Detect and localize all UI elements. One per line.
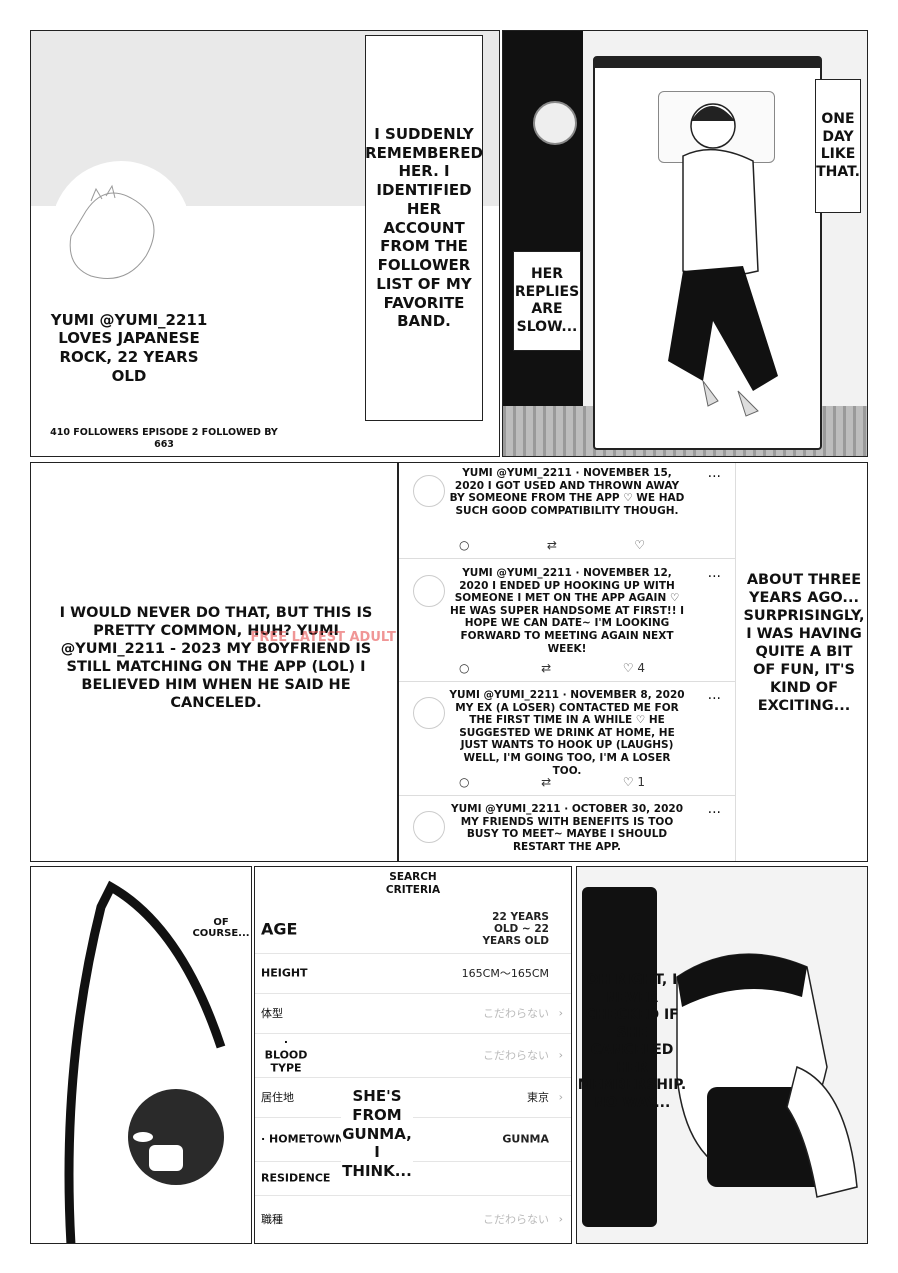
side-caption: About three years ago... surprisingly, I… <box>743 571 865 715</box>
tweet-text: Yumi @yumi_2211 · October 30, 2020 My fr… <box>450 803 683 853</box>
tweet-text: Yumi @yumi_2211 · November 8, 2020 My ex… <box>449 689 685 777</box>
watermark: FREE LATEST ADULT MANHWA HENTAI ON HENTA… <box>250 630 397 645</box>
sleeping-man <box>668 103 778 417</box>
row-hometown[interactable]: · Hometown Gunma <box>255 1117 571 1162</box>
search-title: Search criteria <box>385 871 441 896</box>
man-holding-phone <box>676 953 858 1198</box>
tweet-text: Yumi @yumi_2211 · November 15, 2020 I go… <box>449 467 685 517</box>
dark-wall <box>582 887 657 1227</box>
more-icon[interactable]: ··· <box>707 569 721 585</box>
tweet-4[interactable]: Yumi @yumi_2211 · October 30, 2020 My fr… <box>399 799 735 861</box>
avatar <box>413 697 445 729</box>
stats-text: 410 followers Episode 2 followed by 663 <box>50 427 278 451</box>
tweet-3[interactable]: Yumi @yumi_2211 · November 8, 2020 My ex… <box>399 685 735 796</box>
cat-avatar-illustration <box>56 161 186 301</box>
eye-illustration <box>64 880 226 1243</box>
avatar <box>413 575 445 607</box>
avatar <box>413 475 445 507</box>
panel-eye: Of course... <box>30 866 252 1244</box>
row-height[interactable]: Height 165cm～165cm <box>255 953 571 994</box>
retweet-icon[interactable]: ⇄ <box>541 661 552 675</box>
row-age[interactable]: Age 22 years old ~ 22 years old <box>255 905 571 954</box>
panel-narration: I would never do that, but this is prett… <box>30 462 398 862</box>
profile-text: Yumi @yumi_2211 loves Japanese rock, 22 … <box>50 310 208 385</box>
lamp <box>533 101 577 145</box>
row-residence[interactable]: Residence <box>255 1161 571 1196</box>
row-blood-type[interactable]: · Blood type こだわらない › <box>255 1033 571 1078</box>
chevron-right-icon: › <box>558 1048 563 1062</box>
chevron-right-icon: › <box>558 1006 563 1020</box>
avatar <box>413 811 445 843</box>
tweet-actions: ○ ⇄ ♡ 4 <box>459 661 645 675</box>
panel-phone: Oh right, I never checked if she cancele… <box>576 866 868 1244</box>
retweet-icon[interactable]: ⇄ <box>541 775 552 789</box>
overlay-text: She's from Gunma, I think... <box>341 1079 413 1189</box>
like-icon[interactable]: ♡ 1 <box>622 775 645 789</box>
chevron-right-icon: › <box>558 1090 563 1104</box>
caption-box-left: Her replies are slow... <box>513 251 581 351</box>
reply-icon[interactable]: ○ <box>459 775 470 789</box>
panel-bed: Her replies are slow... One day like tha… <box>502 30 868 457</box>
panel-profile: Yumi @yumi_2211 loves Japanese rock, 22 … <box>30 30 500 457</box>
row-occupation[interactable]: 職種 こだわらない › <box>261 1212 563 1227</box>
retweet-icon[interactable]: ⇄ <box>546 538 557 552</box>
row-body-type[interactable]: 体型 こだわらない › <box>255 993 571 1034</box>
reply-icon[interactable]: ○ <box>459 538 470 552</box>
panel-search: Search criteria Age 22 years old ~ 22 ye… <box>254 866 572 1244</box>
like-icon[interactable]: ♡ 4 <box>622 661 645 675</box>
reply-icon[interactable]: ○ <box>459 661 470 675</box>
more-icon[interactable]: ··· <box>707 469 721 485</box>
tweet-1[interactable]: Yumi @yumi_2211 · November 15, 2020 I go… <box>399 463 735 559</box>
tweet-2[interactable]: Yumi @yumi_2211 · November 12, 2020 I en… <box>399 563 735 682</box>
thought-text: Oh right, I never checked if she cancele… <box>577 972 687 1111</box>
search-criteria-list: Age 22 years old ~ 22 years old Height 1… <box>255 905 571 1243</box>
more-icon[interactable]: ··· <box>707 691 721 707</box>
chevron-right-icon: › <box>558 1212 563 1226</box>
timeline: Yumi @yumi_2211 · November 15, 2020 I go… <box>399 463 736 861</box>
tweet-text: Yumi @yumi_2211 · November 12, 2020 I en… <box>449 567 685 655</box>
like-icon[interactable]: ♡ <box>634 538 645 552</box>
more-icon[interactable]: ··· <box>707 805 721 821</box>
caption-box: I suddenly remembered her. I identified … <box>365 35 483 421</box>
caption-box-right: One day like that. <box>815 79 861 213</box>
tweet-actions: ○ ⇄ ♡ <box>459 538 645 552</box>
small-caption: Of course... <box>192 917 250 939</box>
tweet-actions: ○ ⇄ ♡ 1 <box>459 775 645 789</box>
narration-text: I would never do that, but this is prett… <box>59 604 373 712</box>
panel-timeline: Yumi @yumi_2211 · November 15, 2020 I go… <box>398 462 868 862</box>
row-residence-jp[interactable]: 居住地 東京 › <box>255 1077 571 1118</box>
